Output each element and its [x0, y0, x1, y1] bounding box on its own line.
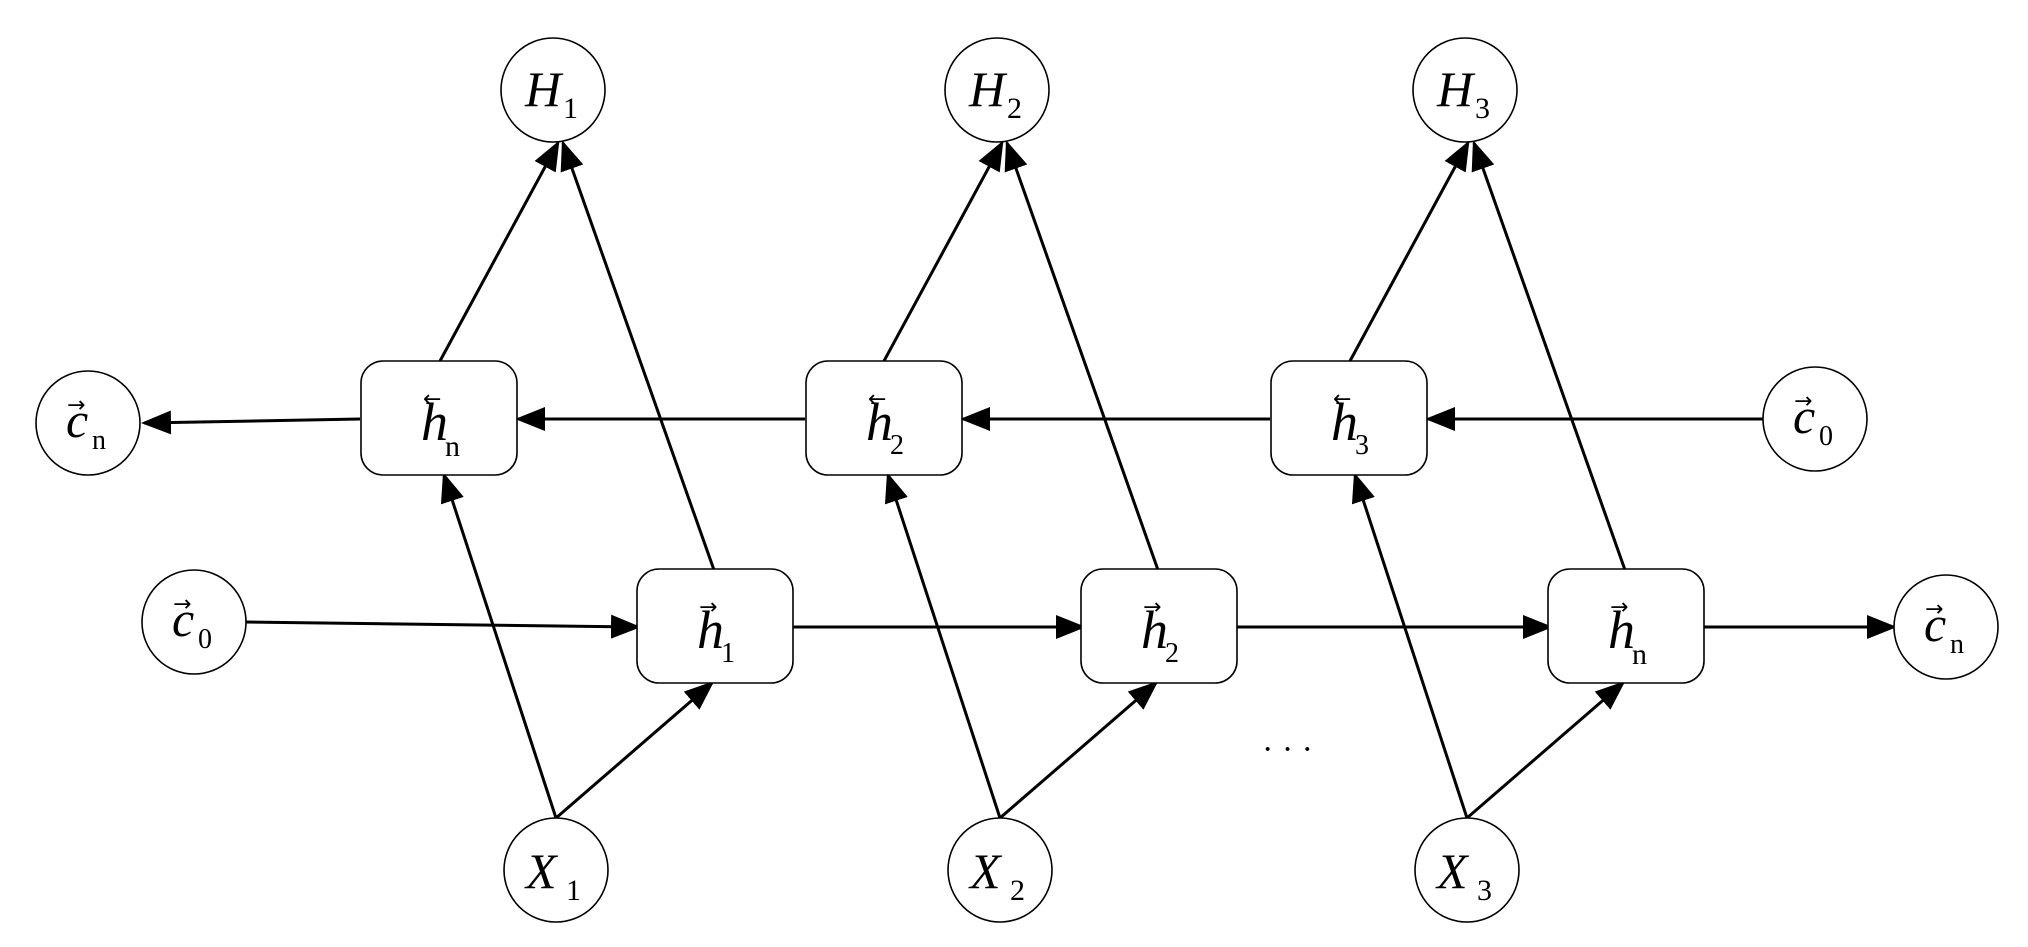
edge-x2-to-bw2 — [884, 472, 1002, 819]
edges — [141, 140, 1897, 820]
label-vector-arrow: → — [1925, 597, 1943, 622]
edge-fw2-to-h2 — [1004, 140, 1160, 571]
label-vector-arrow: ← — [423, 387, 441, 412]
ellipsis: · · · — [1262, 731, 1313, 768]
cell-forward-h1: → h 1 — [636, 568, 794, 684]
label-main: h — [697, 600, 724, 660]
label-main: c — [1924, 596, 1946, 652]
label-main: h — [1141, 600, 1168, 660]
label-main: H — [524, 61, 564, 117]
label-sub: 1 — [566, 874, 581, 907]
label-vector-arrow: → — [1794, 389, 1812, 414]
label-main: X — [1435, 843, 1470, 899]
edge-c0-to-fw1 — [245, 614, 641, 639]
edge-bw3-to-h3 — [1348, 140, 1470, 362]
edge-fw1-to-h1 — [560, 140, 716, 571]
label-main: c — [1793, 388, 1815, 444]
label-main: h — [1608, 600, 1635, 660]
node-X1: X 1 — [503, 817, 609, 923]
label-vector-arrow: → — [67, 393, 85, 418]
edge-x1-to-bwn — [440, 472, 558, 819]
label-sub: 2 — [1010, 874, 1025, 907]
edge-x3-to-fwn — [1466, 681, 1626, 820]
label-vector-arrow: → — [1143, 595, 1161, 620]
cell-forward-hn: → h n — [1547, 568, 1705, 684]
label-vector-arrow: ← — [868, 387, 886, 412]
label-vector-arrow: → — [699, 595, 717, 620]
label-main: X — [968, 843, 1003, 899]
node-H2: H 2 — [944, 37, 1050, 143]
edge-fwn-to-h3 — [1471, 140, 1627, 571]
label-vector-arrow: ← — [1333, 387, 1351, 412]
label-vector-arrow: → — [173, 592, 191, 617]
node-X2: X 2 — [947, 817, 1053, 923]
cell-backward-h2: ← h 2 — [805, 360, 963, 476]
cell-backward-h3: ← h 3 — [1270, 360, 1428, 476]
label-main: H — [1436, 61, 1476, 117]
label-sub: n — [92, 425, 106, 456]
cell-backward-hn: ← h n — [360, 360, 518, 476]
node-c-0-right: → c 0 — [1762, 366, 1868, 472]
edge-bwn-to-h1 — [438, 140, 560, 362]
label-main: H — [968, 61, 1008, 117]
label-sub: 2 — [1165, 638, 1179, 669]
label-sub: n — [1632, 638, 1647, 671]
node-X3: X 3 — [1414, 817, 1520, 923]
label-sub: 3 — [1355, 430, 1369, 461]
label-main: h — [866, 392, 893, 452]
label-sub: 2 — [890, 430, 904, 461]
label-main: c — [172, 591, 194, 647]
edge-x1-to-fw1 — [555, 681, 715, 820]
cell-forward-h2: → h 2 — [1080, 568, 1238, 684]
label-sub: 1 — [563, 92, 578, 125]
node-H1: H 1 — [500, 37, 606, 143]
label-main: h — [1331, 392, 1358, 452]
label-sub: 1 — [721, 638, 735, 669]
label-main: c — [66, 392, 88, 448]
edge-x3-to-bw3 — [1351, 472, 1469, 819]
node-H3: H 3 — [1412, 37, 1518, 143]
label-sub: n — [445, 430, 460, 463]
label-sub: n — [1950, 629, 1964, 660]
label-sub: 3 — [1477, 874, 1492, 907]
edge-x2-to-fw2 — [999, 681, 1159, 820]
label-sub: 2 — [1007, 92, 1022, 125]
node-c-0-left: → c 0 — [141, 569, 247, 675]
label-sub: 0 — [198, 624, 212, 655]
label-vector-arrow: → — [1610, 595, 1628, 620]
edge-bw2-to-h2 — [882, 140, 1004, 362]
label-main: h — [421, 392, 448, 452]
edge-bwn-to-cn — [141, 410, 361, 435]
node-c-n-right: → c n — [1893, 574, 1999, 680]
label-main: X — [524, 843, 559, 899]
label-sub: 3 — [1475, 92, 1490, 125]
label-sub: 0 — [1819, 421, 1833, 452]
node-c-n-left: → c n — [35, 370, 141, 476]
